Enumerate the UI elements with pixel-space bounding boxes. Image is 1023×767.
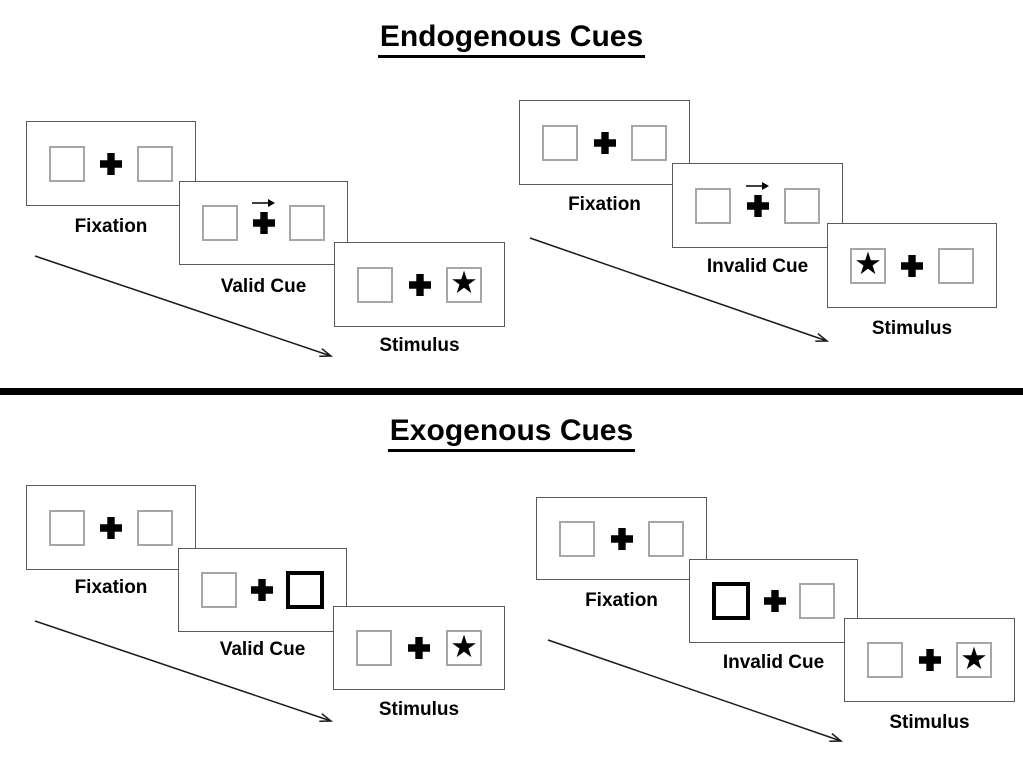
left-box (559, 520, 595, 557)
fixation-point (408, 637, 430, 659)
star-target-icon: ★ (854, 246, 882, 282)
fixation-point (250, 579, 273, 601)
frame-label: Valid Cue (220, 276, 307, 297)
right-box-highlighted-cue (286, 571, 324, 609)
right-box (631, 124, 667, 161)
star-target-icon: ★ (960, 640, 988, 677)
fixation-cross-icon (252, 212, 275, 234)
fixation-point (100, 516, 122, 539)
left-box (356, 630, 392, 666)
right-box: ★ (446, 265, 482, 303)
right-box: ★ (956, 642, 992, 678)
right-box: ★ (446, 630, 482, 666)
exo-invalid-fixation-panel (536, 497, 707, 580)
fixation-cross-icon (918, 649, 941, 671)
fixation-cross-icon (610, 527, 633, 550)
fixation-point (610, 527, 633, 550)
exo-valid-stimulus-panel: ★ (333, 606, 505, 690)
right-arrow-cue-icon (251, 199, 275, 207)
frame-label: Stimulus (871, 318, 953, 339)
fixation-cross-icon (763, 590, 786, 612)
star-target-icon: ★ (450, 628, 478, 665)
fixation-cross-icon (901, 254, 923, 277)
star-target-icon: ★ (450, 265, 478, 301)
timeline-arrow-endo-invalid (529, 237, 827, 341)
frame-label: Invalid Cue (706, 256, 809, 277)
endo-invalid-fixation-panel (519, 100, 690, 185)
left-box (202, 205, 238, 241)
fixation-point (100, 152, 122, 175)
right-box (648, 520, 684, 557)
section-title-text: Exogenous Cues (387, 414, 636, 452)
frame-label: Invalid Cue (722, 652, 825, 673)
fixation-cross-icon (746, 194, 769, 217)
endo-valid-fixation-panel (26, 121, 196, 206)
fixation-point (763, 590, 786, 612)
frame-label: Valid Cue (219, 639, 306, 660)
frame-label: Fixation (585, 590, 658, 611)
fixation-cross-icon (100, 516, 122, 539)
left-box (49, 145, 85, 182)
left-box-highlighted-cue (712, 582, 750, 620)
fixation-cross-icon (250, 579, 273, 601)
timeline-arrow-exo-valid (34, 620, 331, 721)
fixation-cross-icon (408, 637, 430, 659)
left-box (542, 124, 578, 161)
exo-invalid-stimulus-panel: ★ (844, 618, 1015, 702)
fixation-point (408, 273, 431, 296)
frame-label: Stimulus (889, 712, 970, 733)
left-box (357, 266, 393, 303)
left-box (695, 187, 731, 224)
frame-label: Fixation (74, 577, 148, 598)
exo-invalid-cue-panel (689, 559, 858, 643)
left-box (49, 509, 85, 546)
frame-label: Fixation (74, 216, 148, 237)
fixation-point (251, 199, 275, 234)
endo-valid-stimulus-panel: ★ (334, 242, 505, 327)
frame-label: Stimulus (379, 335, 460, 356)
right-box (289, 205, 325, 241)
endo-invalid-stimulus-panel: ★ (827, 223, 997, 308)
frame-label: Stimulus (378, 699, 460, 720)
right-box (938, 247, 974, 284)
left-box (867, 642, 903, 678)
section-title-text: Endogenous Cues (377, 20, 646, 58)
right-box (137, 509, 173, 546)
fixation-point (593, 131, 616, 154)
exo-valid-fixation-panel (26, 485, 196, 570)
right-box (137, 145, 173, 182)
section-title-endogenous: Endogenous Cues (0, 20, 1023, 58)
fixation-point (901, 254, 923, 277)
fixation-point (745, 181, 769, 217)
fixation-cross-icon (100, 152, 122, 175)
endo-valid-cue-panel (179, 181, 348, 265)
fixation-cross-icon (408, 273, 431, 296)
right-arrow-cue-icon (745, 181, 769, 190)
frame-label: Fixation (568, 194, 641, 215)
timeline-arrow-endo-valid (34, 255, 331, 356)
section-title-exogenous: Exogenous Cues (0, 414, 1023, 452)
fixation-cross-icon (593, 131, 616, 154)
fixation-point (918, 649, 941, 671)
right-box (784, 187, 820, 224)
exo-valid-cue-panel (178, 548, 347, 632)
right-box (799, 583, 835, 619)
left-box: ★ (850, 246, 886, 284)
left-box (201, 572, 237, 608)
section-divider (0, 388, 1023, 395)
endo-invalid-cue-panel (672, 163, 843, 248)
